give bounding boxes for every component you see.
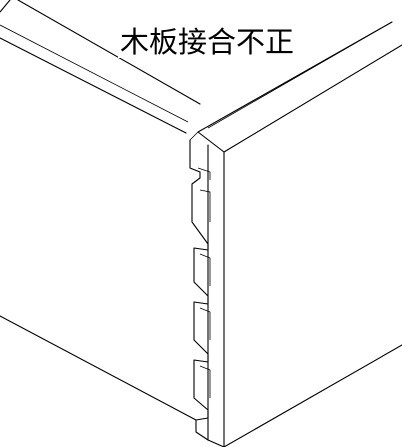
dovetail-joint — [189, 131, 211, 441]
figure-caption: 木板接合不正 — [118, 25, 297, 59]
left-board — [0, 0, 201, 421]
right-board — [197, 21, 402, 447]
